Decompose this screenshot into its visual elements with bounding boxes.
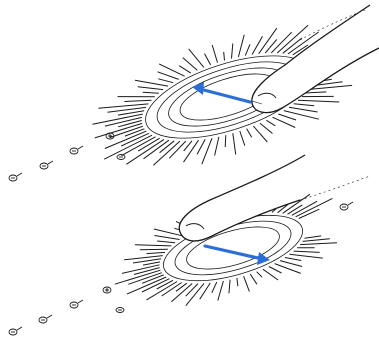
ripple-stroke bbox=[237, 278, 238, 286]
ripple-stroke bbox=[205, 54, 211, 65]
ripple-stroke bbox=[155, 236, 180, 240]
ripple-stroke bbox=[153, 141, 180, 165]
ripple-stroke bbox=[260, 123, 273, 133]
small-leaf-icon bbox=[106, 133, 114, 139]
ripple-stroke bbox=[124, 100, 151, 101]
small-leaf-icon bbox=[70, 300, 83, 308]
ripple-stroke bbox=[238, 35, 244, 57]
ripple-stroke bbox=[290, 254, 323, 258]
ripple-stroke bbox=[294, 251, 320, 252]
ripple-stroke bbox=[215, 137, 219, 156]
ripple-stroke bbox=[138, 87, 163, 90]
ripple-stroke bbox=[157, 241, 175, 243]
ripple-stroke bbox=[305, 92, 326, 93]
ripple-stroke bbox=[224, 52, 225, 61]
small-leaf-icon bbox=[70, 146, 83, 154]
ripple-stroke bbox=[244, 276, 250, 291]
ripple-stroke bbox=[118, 121, 142, 127]
ripple-stroke bbox=[158, 72, 179, 80]
ripple-stroke bbox=[212, 282, 217, 293]
small-leaf-icon bbox=[40, 161, 53, 169]
ripple-stroke bbox=[288, 205, 303, 214]
small-leaf-icon bbox=[117, 155, 125, 160]
ripple-stroke bbox=[134, 268, 160, 275]
ripple-stroke bbox=[296, 198, 333, 216]
small-leaf-icon bbox=[9, 327, 22, 335]
ripple-stroke bbox=[140, 249, 168, 250]
finger-icon bbox=[179, 155, 370, 241]
ripple-stroke bbox=[300, 243, 337, 245]
small-leaf-icon bbox=[340, 202, 353, 210]
ripple-stroke bbox=[232, 44, 233, 59]
ripple-stroke bbox=[143, 92, 159, 93]
ripple-stroke bbox=[160, 141, 175, 153]
ripple-stroke bbox=[253, 126, 267, 142]
ripple-stroke bbox=[298, 100, 339, 102]
ripple-stroke bbox=[303, 239, 330, 242]
ripple-stroke bbox=[212, 45, 217, 63]
ripple-stroke bbox=[269, 267, 282, 274]
ripple-stroke bbox=[183, 58, 197, 71]
ripple-stroke bbox=[135, 245, 171, 246]
ripple-stroke bbox=[200, 283, 211, 299]
ripple-stroke bbox=[250, 274, 257, 284]
ripple-stroke bbox=[197, 139, 205, 154]
ripple-stroke bbox=[245, 44, 250, 55]
small-leaf-icon bbox=[9, 173, 22, 181]
ripple-stroke bbox=[147, 252, 166, 253]
small-leaf-icon bbox=[39, 315, 52, 323]
ripple-stroke bbox=[179, 66, 191, 73]
ripple-stroke bbox=[143, 262, 160, 265]
ripple-stroke bbox=[125, 129, 144, 136]
ripple-stroke bbox=[225, 135, 226, 147]
ripple-stroke bbox=[266, 120, 275, 126]
ripple-stroke bbox=[247, 129, 252, 138]
ripple-stroke bbox=[218, 281, 224, 301]
ripple-stroke bbox=[277, 25, 308, 53]
ripple-stroke bbox=[105, 131, 147, 148]
ripple-stroke bbox=[263, 269, 278, 280]
ripple-stroke bbox=[184, 140, 199, 162]
ripple-stroke bbox=[233, 133, 236, 154]
swipe-left-panel bbox=[9, 5, 379, 181]
ripple-stroke bbox=[159, 64, 185, 76]
swipe-right-arrow bbox=[205, 246, 270, 265]
ripple-stroke bbox=[240, 131, 245, 146]
ripple-stroke bbox=[294, 104, 315, 106]
ripple-stroke bbox=[147, 282, 178, 300]
small-leaf-icon bbox=[116, 308, 124, 313]
ripple-stroke bbox=[186, 284, 198, 297]
ripple-stroke bbox=[289, 107, 318, 112]
ripple-stroke bbox=[158, 79, 173, 83]
ripple-stroke bbox=[257, 272, 263, 278]
small-leaf-icon bbox=[103, 287, 111, 293]
swipe-right-panel bbox=[9, 155, 370, 335]
ripple-stroke bbox=[285, 258, 301, 261]
ripple-stroke bbox=[278, 114, 296, 120]
ripple-stroke bbox=[229, 280, 230, 294]
ripple-stroke bbox=[157, 280, 173, 289]
ripple-stroke bbox=[135, 80, 168, 86]
ripple-stroke bbox=[305, 236, 322, 238]
ripple-stroke bbox=[252, 36, 262, 54]
ripple-stroke bbox=[144, 140, 169, 159]
ripple-stroke bbox=[280, 261, 302, 267]
